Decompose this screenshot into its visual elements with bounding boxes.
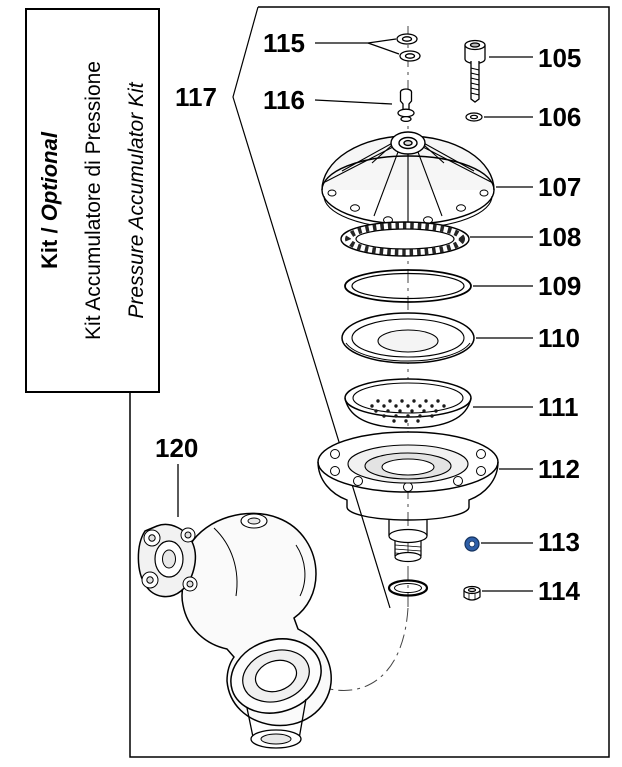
part-115-washers-drawing xyxy=(396,33,421,62)
leader-lines xyxy=(177,38,533,592)
part-112-flange-body-drawing xyxy=(317,431,499,563)
part-label-107: 107 xyxy=(538,172,582,202)
part-label-108: 108 xyxy=(538,222,582,252)
part-107-cover-drawing xyxy=(321,131,495,229)
part-label-114: 114 xyxy=(538,576,580,606)
part-label-115: 115 xyxy=(263,28,305,58)
part-120-pump-body-drawing xyxy=(137,512,332,749)
kit-name-english: Pressure Accumulator Kit xyxy=(124,82,148,319)
part-111-perforated-cup-drawing xyxy=(344,378,472,429)
leader-115b xyxy=(367,42,400,55)
kit-optional-label: Kit / Optional xyxy=(36,132,62,269)
kit-name-italian: Kit Accumulatore di Pressione xyxy=(81,61,105,340)
part-label-105: 105 xyxy=(538,43,582,73)
part-109-ring-drawing xyxy=(344,269,472,303)
part-116-valve-drawing xyxy=(397,88,415,123)
part-114-nut-drawing xyxy=(463,585,481,601)
kit-boundary-line xyxy=(232,6,391,609)
part-label-113: 113 xyxy=(538,527,580,557)
part-106-washer-drawing xyxy=(465,112,483,122)
part-110-diaphragm-drawing xyxy=(341,312,475,364)
part-label-110: 110 xyxy=(538,323,580,353)
kit-oring-drawing xyxy=(387,579,429,597)
perforations xyxy=(370,399,446,423)
part-label-109: 109 xyxy=(538,271,582,301)
leader-116 xyxy=(314,99,393,105)
part-108-spring-ring-drawing xyxy=(340,221,470,257)
leader-115 xyxy=(315,38,397,44)
part-label-106: 106 xyxy=(538,102,582,132)
part-label-112: 112 xyxy=(538,454,580,484)
part-label-120: 120 xyxy=(155,433,199,463)
part-label-111: 111 xyxy=(538,392,579,422)
part-label-116: 116 xyxy=(263,85,305,115)
kit-title-box: Kit / Optional Kit Accumulatore di Press… xyxy=(25,8,160,393)
part-label-117: 117 xyxy=(175,82,217,112)
part-113-seal-drawing xyxy=(464,536,480,552)
part-105-bolt-drawing xyxy=(464,39,486,103)
figure-frame xyxy=(129,6,610,758)
